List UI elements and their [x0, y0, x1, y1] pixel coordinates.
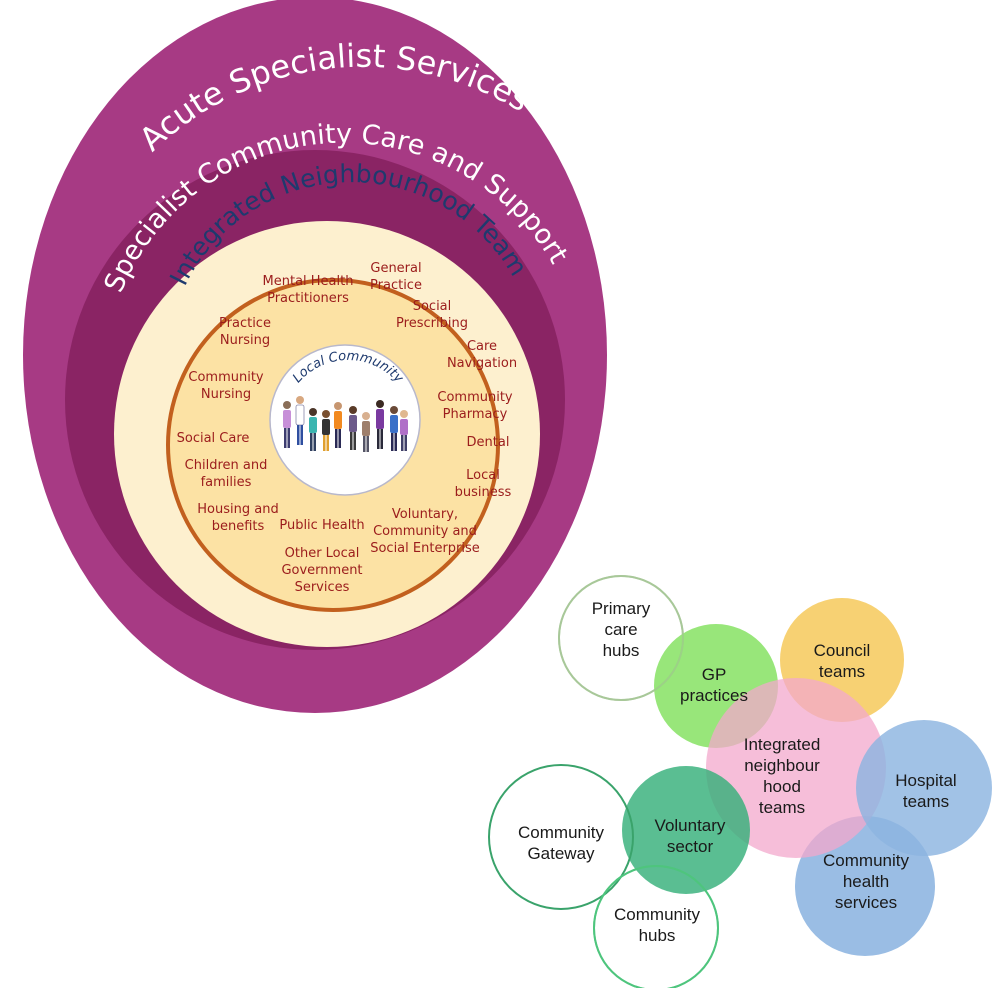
service-public-health: Public Health: [279, 518, 364, 533]
bubble-community-gateway: [488, 764, 634, 910]
bubble-voluntary-sector: [622, 766, 750, 894]
service-social-care: Social Care: [177, 431, 250, 446]
bubble-diagram: [488, 575, 992, 988]
service-dental: Dental: [467, 435, 510, 450]
local-community-core: [269, 344, 421, 496]
bubble-hospital-teams: [856, 720, 992, 856]
bubble-integrated-neighbourhood-teams: [706, 678, 886, 858]
community-people-illustration: [283, 396, 408, 452]
